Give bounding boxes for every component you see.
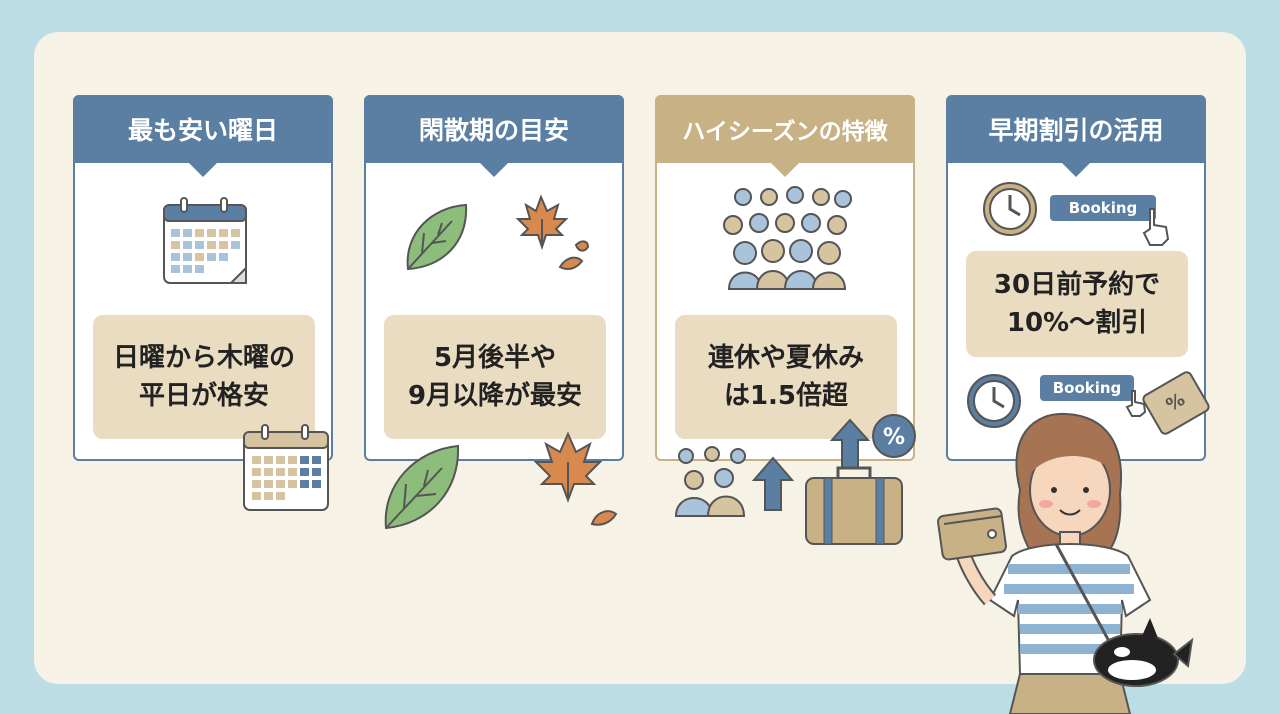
card-title-bar: 最も安い曜日 xyxy=(73,95,333,177)
card-title-bar: 閑散期の目安 xyxy=(364,95,624,177)
up-arrow-icon xyxy=(829,418,871,469)
note-line: 日曜から木曜の xyxy=(112,343,295,373)
up-arrow-icon xyxy=(751,456,795,511)
clock-icon xyxy=(983,182,1037,236)
green-leaf-icon xyxy=(384,444,460,530)
title-pointer xyxy=(480,163,508,177)
note-line: 10%〜割引 xyxy=(1006,308,1148,338)
card-off-season: 閑散期の目安 5月後半や 9月以降が最安 xyxy=(364,95,624,461)
card-title: 最も安い曜日 xyxy=(127,116,278,145)
note-line: は1.5倍超 xyxy=(723,381,849,411)
booking-label: Booking xyxy=(1052,379,1122,397)
title-pointer xyxy=(189,163,217,177)
card-title: 早期割引の活用 xyxy=(988,116,1164,145)
title-pointer xyxy=(771,163,799,177)
green-leaf-icon xyxy=(406,203,468,271)
title-pointer xyxy=(1062,163,1090,177)
booking-label: Booking xyxy=(1068,199,1138,217)
note-box: 30日前予約で 10%〜割引 xyxy=(966,251,1188,357)
booking-button: Booking xyxy=(1040,375,1134,401)
crowd-icon xyxy=(723,186,852,290)
card-title: ハイシーズンの特徴 xyxy=(682,119,888,145)
note-box: 日曜から木曜の 平日が格安 xyxy=(93,315,315,439)
pointer-hand-icon xyxy=(1125,390,1147,417)
calendar-icon xyxy=(163,197,247,284)
card-title-bar: 早期割引の活用 xyxy=(946,95,1206,177)
card-cheapest-day: 最も安い曜日 日曜から木曜の 平日が格安 xyxy=(73,95,333,461)
woman-with-wallet-illustration xyxy=(937,412,1194,714)
pointer-hand-icon xyxy=(1142,208,1170,246)
clock-icon xyxy=(967,374,1021,428)
small-crowd-icon xyxy=(674,446,746,517)
card-title-bar: ハイシーズンの特徴 xyxy=(655,95,915,177)
card-early-discount: 早期割引の活用 Booking 30日前予約で 10%〜割引 Booking xyxy=(946,95,1206,461)
note-line: 連休や夏休み xyxy=(707,343,864,373)
note-box: 5月後半や 9月以降が最安 xyxy=(384,315,606,439)
maple-leaf-icon xyxy=(515,194,590,270)
booking-button: Booking xyxy=(1050,195,1156,221)
suitcase-icon xyxy=(805,466,903,545)
note-line: 30日前予約で xyxy=(993,270,1161,300)
card-high-season: ハイシーズンの特徴 連休や夏休み は1.5倍超 xyxy=(655,95,915,461)
calendar-icon xyxy=(243,424,329,511)
maple-leaf-icon xyxy=(533,431,618,526)
note-line: 9月以降が最安 xyxy=(407,381,583,411)
percent-badge-icon: % xyxy=(872,414,916,458)
note-line: 5月後半や xyxy=(433,343,557,373)
card-title: 閑散期の目安 xyxy=(418,116,569,145)
percent-badge-text: % xyxy=(882,425,906,450)
note-box: 連休や夏休み は1.5倍超 xyxy=(675,315,897,439)
note-line: 平日が格安 xyxy=(138,381,269,411)
